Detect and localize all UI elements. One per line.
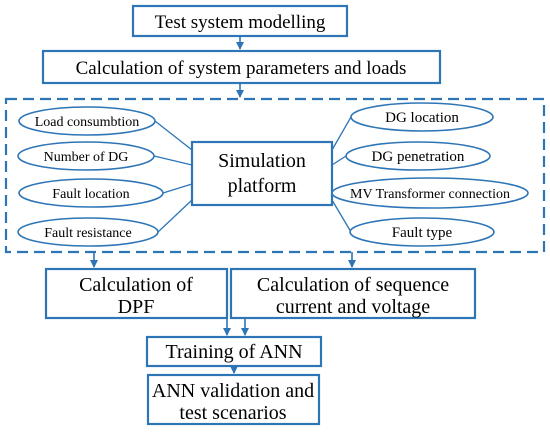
left-input-ellipse-1 [18,106,156,136]
calc-sequence-label-line1: Calculation of sequence [257,274,449,296]
training-ann-label: Training of ANN [165,341,302,363]
left-input-ellipse-2 [17,141,155,171]
connector-right-2 [331,155,347,166]
ann-validation-label-line1: ANN validation and [152,380,314,402]
left-input-ellipse-3 [18,178,164,208]
calc-parameters-label: Calculation of system parameters and loa… [76,58,407,79]
right-input-ellipse-4 [349,217,495,247]
right-input-ellipse-2 [345,141,491,171]
right-input-label-2: DG penetration [372,149,465,165]
right-input-label-4: Fault type [392,225,453,241]
calc-parameters-box [41,49,442,85]
test-system-modelling-label: Test system modelling [155,12,326,33]
calc-sequence-label-line2: current and voltage [276,296,430,318]
calc-dpf-label-line1: Calculation of [79,274,193,296]
left-input-label-4: Fault resistance [44,226,131,241]
simulation-platform-label-line1: Simulation [218,150,306,172]
connector-left-1 [154,120,193,151]
right-input-ellipse-3 [331,177,529,209]
left-input-ellipse-4 [17,217,159,247]
connector-right-4 [331,199,352,233]
calc-dpf-box [44,267,229,320]
simulation-inputs-container [4,97,546,254]
ann-validation-label-line2: test scenarios [179,402,286,424]
connector-left-4 [157,199,193,233]
simulation-platform-label-line2: platform [228,175,297,197]
connector-left-2 [153,155,193,166]
left-input-label-2: Number of DG [44,150,129,165]
ann-validation-box [146,373,321,426]
right-input-label-3: MV Transformer connection [350,187,510,202]
right-input-ellipse-1 [350,102,494,132]
simulation-platform-box [190,140,334,207]
connector-right-1 [331,116,352,151]
connector-left-3 [162,183,193,194]
calc-dpf-label-line2: DPF [118,296,155,318]
left-input-label-1: Load consumbtion [35,115,140,130]
left-input-label-3: Fault location [52,187,129,202]
right-input-label-1: DG location [385,110,459,126]
calc-sequence-box [229,267,477,320]
